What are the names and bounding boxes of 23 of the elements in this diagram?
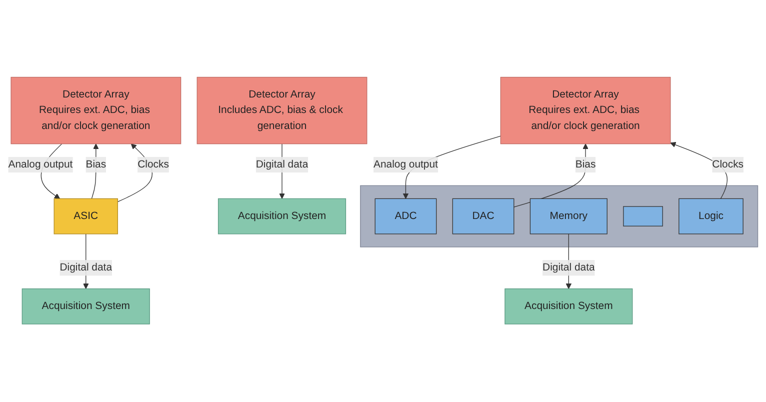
node-box: Detector Array Includes ADC, bias & clock generation [196, 77, 368, 145]
node-box: ASIC [54, 198, 118, 235]
node-box: DAC [452, 198, 514, 235]
node-box: Detector Array Requires ext. ADC, bias and/or clock generation [500, 77, 671, 145]
node-box: Acquisition System [504, 288, 633, 325]
edge-label: Digital data [542, 262, 595, 274]
node-box: Acquisition System [218, 198, 346, 235]
cluster [360, 186, 758, 248]
node-box: ADC [374, 198, 437, 235]
edge-label: Digital data [256, 159, 308, 170]
edge-label: Analog output [373, 159, 438, 170]
edge-label: Clocks [712, 159, 744, 170]
node-box: Memory [530, 198, 608, 235]
edge-label: Bias [575, 159, 596, 170]
node-box: Detector Array Requires ext. ADC, bias and/or clock generation [10, 77, 182, 145]
node-box [623, 206, 663, 227]
edge-label: Bias [86, 159, 106, 170]
edge-label: Digital data [60, 262, 112, 274]
arrow [91, 144, 99, 200]
node-box: Logic [678, 198, 744, 235]
edge-label: Clocks [138, 159, 169, 170]
edge-label: Analog output [8, 159, 73, 170]
node-box: Acquisition System [22, 288, 150, 325]
